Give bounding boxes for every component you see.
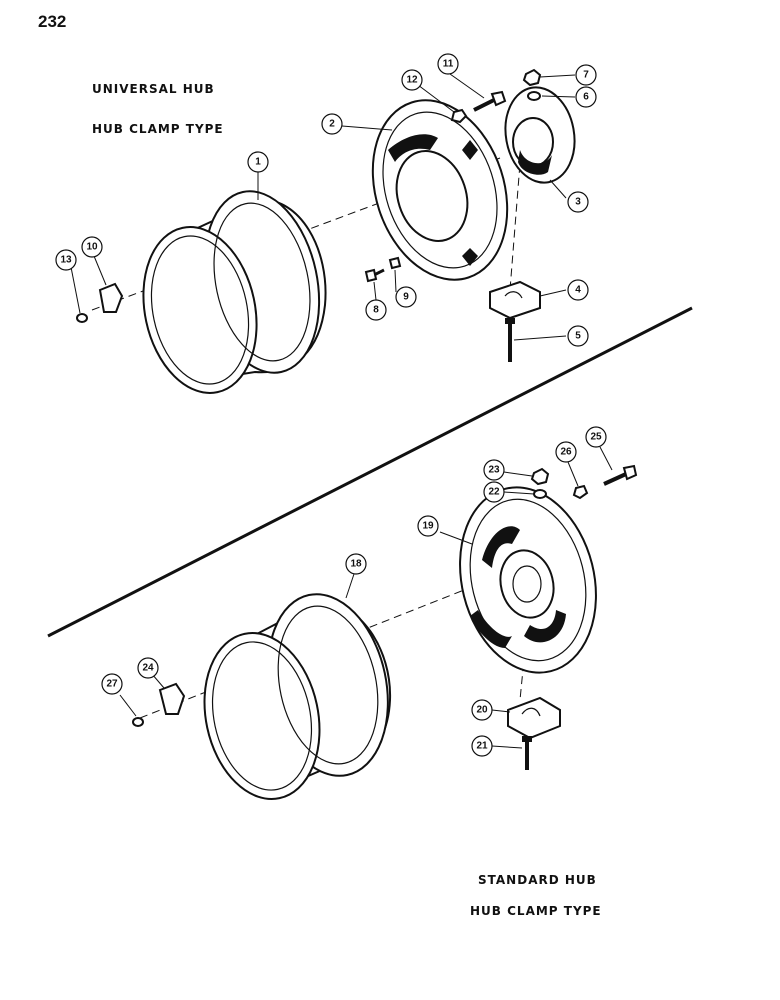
lower-wheel-disc: [459, 486, 597, 674]
lower-valve-cap: [158, 682, 186, 715]
callout-26: 26: [555, 441, 577, 463]
callout-22: 22: [483, 481, 505, 503]
lower-washer: [533, 489, 547, 499]
svg-text:27: 27: [106, 679, 118, 690]
svg-text:13: 13: [60, 255, 72, 266]
section-divider-line: [47, 306, 693, 638]
upper-leader-lines: [69, 73, 576, 341]
upper-section-title: UNIVERSAL HUB: [92, 82, 215, 96]
lower-nut: [530, 467, 550, 486]
upper-valve-nut: [76, 313, 88, 323]
callout-4: 4: [567, 279, 589, 301]
svg-text:23: 23: [488, 465, 500, 476]
lower-wheel-rim: [203, 593, 392, 800]
callout-25: 25: [585, 426, 607, 448]
callout-9: 9: [395, 286, 417, 308]
lower-section-title: STANDARD HUB: [478, 873, 597, 887]
svg-text:7: 7: [583, 70, 589, 81]
svg-text:25: 25: [590, 432, 602, 443]
callout-6: 6: [575, 86, 597, 108]
callout-27: 27: [101, 673, 123, 695]
lower-leader-lines: [119, 446, 613, 749]
callout-18: 18: [345, 553, 367, 575]
callout-24: 24: [137, 657, 159, 679]
callout-8: 8: [365, 299, 387, 321]
upper-small-nut: [388, 256, 402, 270]
upper-small-bolt: [364, 268, 385, 283]
svg-text:2: 2: [329, 119, 335, 130]
callout-19: 19: [417, 515, 439, 537]
callout-10: 10: [81, 236, 103, 258]
upper-nut: [522, 68, 542, 87]
svg-text:5: 5: [575, 331, 581, 342]
callout-20: 20: [471, 699, 493, 721]
callout-12: 12: [401, 69, 423, 91]
svg-text:22: 22: [488, 487, 500, 498]
upper-disc-nut: [450, 108, 468, 124]
lower-disc-nut: [572, 484, 589, 500]
svg-text:20: 20: [476, 705, 488, 716]
callout-5: 5: [567, 325, 589, 347]
callout-7: 7: [575, 64, 597, 86]
callout-1: 1: [247, 151, 269, 173]
svg-text:4: 4: [575, 285, 581, 296]
lower-disc-bolt: [603, 464, 638, 486]
svg-text:19: 19: [422, 521, 434, 532]
upper-section-subtitle: HUB CLAMP TYPE: [92, 122, 224, 136]
upper-washer: [527, 91, 541, 101]
lower-section-subtitle: HUB CLAMP TYPE: [470, 904, 602, 918]
lower-hub-clamp: [507, 696, 561, 740]
svg-text:11: 11: [443, 59, 454, 70]
svg-text:26: 26: [560, 447, 572, 458]
upper-valve-cap: [98, 282, 124, 313]
svg-text:1: 1: [255, 157, 261, 168]
svg-text:8: 8: [373, 305, 379, 316]
page-number: 232: [38, 12, 67, 31]
svg-text:6: 6: [583, 92, 589, 103]
callout-21: 21: [471, 735, 493, 757]
callout-3: 3: [567, 191, 589, 213]
svg-text:3: 3: [575, 197, 581, 208]
svg-text:18: 18: [350, 559, 362, 570]
svg-text:24: 24: [142, 663, 154, 674]
upper-hub-clamp: [489, 280, 541, 320]
callout-23: 23: [483, 459, 505, 481]
lower-valve-nut: [132, 717, 144, 727]
upper-disc-bolt: [473, 90, 507, 112]
svg-text:21: 21: [476, 741, 488, 752]
callout-11: 11: [437, 53, 459, 75]
upper-wheel-disc: [371, 99, 509, 281]
lower-clamp-bolt: [522, 736, 532, 770]
svg-text:10: 10: [86, 242, 98, 253]
upper-clamp-bolt: [505, 318, 515, 362]
callout-2: 2: [321, 113, 343, 135]
upper-hub: [504, 86, 576, 184]
upper-wheel-rim: [142, 190, 327, 394]
svg-text:9: 9: [403, 292, 409, 303]
callout-13: 13: [55, 249, 77, 271]
svg-text:12: 12: [406, 75, 418, 86]
